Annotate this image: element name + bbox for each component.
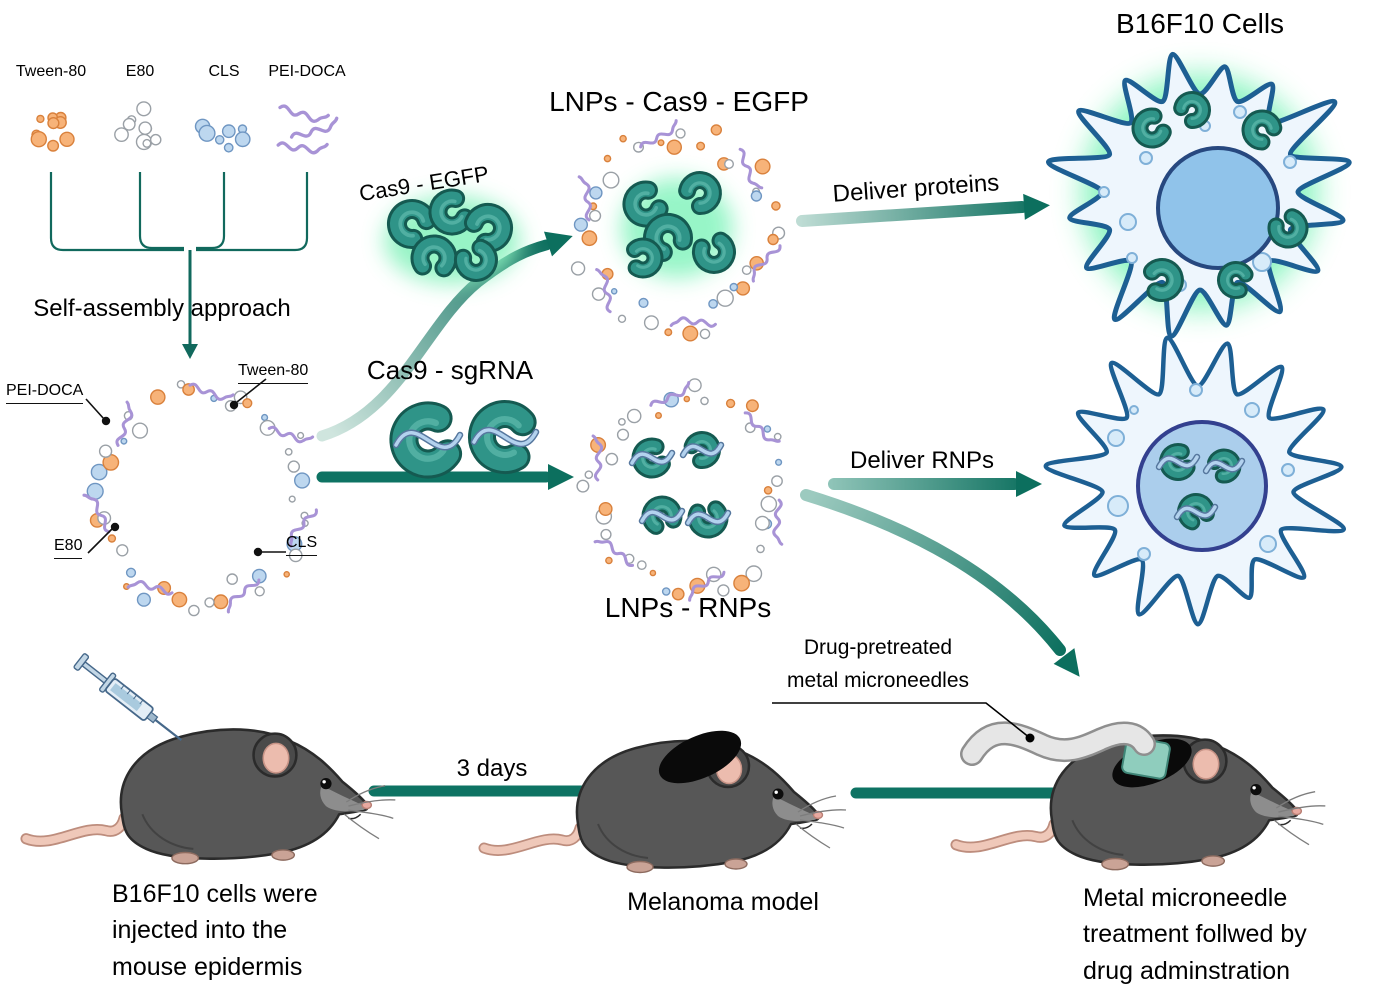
callout-pei-doca: PEI-DOCA — [6, 379, 84, 405]
microneedle-leader-dot — [1025, 733, 1035, 743]
microneedle-leader-line — [772, 702, 1031, 739]
arrow-to-microneedle-mouse — [800, 489, 1080, 677]
pei-doca-label: PEI-DOCA — [268, 63, 346, 80]
lnp-callout-dots — [101, 400, 263, 557]
injection-caption: B16F10 cells were injected into the mous… — [112, 880, 318, 981]
mouse-treated — [772, 702, 1325, 870]
lnp-egfp — [570, 119, 786, 342]
microneedle-pointer-label: Drug-pretreated metal microneedles — [786, 636, 970, 692]
lnp-large-ring — [82, 379, 318, 617]
callout-tween80: Tween-80 — [238, 359, 309, 385]
mouse-injected — [26, 653, 395, 863]
cluster-cls — [194, 118, 251, 153]
lnp-egfp-ring — [570, 119, 786, 342]
lnp-rnp-cargo — [628, 431, 732, 539]
arrow-to-lnp-egfp — [316, 231, 573, 442]
e80-label: E80 — [125, 63, 155, 80]
lnp-egfp-cargo — [621, 171, 736, 279]
lnp-rnp — [576, 378, 784, 602]
cell-rnp-body — [1043, 335, 1346, 627]
microneedle-strap — [962, 723, 1154, 764]
treatment-caption: Metal microneedle treatment follwed by d… — [1083, 884, 1307, 985]
cls-label: CLS — [208, 63, 240, 80]
syringe — [73, 653, 183, 742]
lnp-rnp-ring — [576, 378, 784, 602]
cluster-tween80 — [30, 111, 75, 152]
cluster-pei-doca — [276, 104, 339, 155]
cargo-cas9-egfp — [384, 188, 520, 284]
arrow-deliver-rnps-line — [828, 471, 1042, 497]
cargo-cas9-sgrna — [389, 400, 540, 479]
melanoma-caption: Melanoma model — [627, 888, 819, 916]
callout-e80: E80 — [54, 534, 83, 560]
self-assembly-label: Self-assembly approach — [33, 295, 291, 322]
three-days-label: 3 days — [456, 755, 528, 782]
lnp-egfp-title: LNPs - Cas9 - EGFP — [549, 86, 809, 117]
b16f10-cells-title: B16F10 Cells — [1115, 8, 1285, 39]
assembly-funnel — [49, 172, 309, 344]
lnp-callout-leaders — [85, 378, 286, 554]
callout-cls: CLS — [286, 531, 318, 557]
mouse-melanoma — [484, 730, 846, 873]
self-assembly-arrowhead — [182, 344, 198, 359]
melanoma-patch — [658, 730, 742, 784]
arrow-deliver-proteins-line — [796, 193, 1050, 227]
tween80-label: Tween-80 — [15, 63, 87, 80]
lnp-rnp-title: LNPs - RNPs — [604, 592, 772, 623]
cluster-e80 — [114, 101, 162, 151]
cas9-sgrna-label: Cas9 - sgRNA — [366, 355, 534, 385]
deliver-rnps-label: Deliver RNPs — [849, 447, 995, 474]
cell-egfp-body — [1045, 51, 1352, 339]
